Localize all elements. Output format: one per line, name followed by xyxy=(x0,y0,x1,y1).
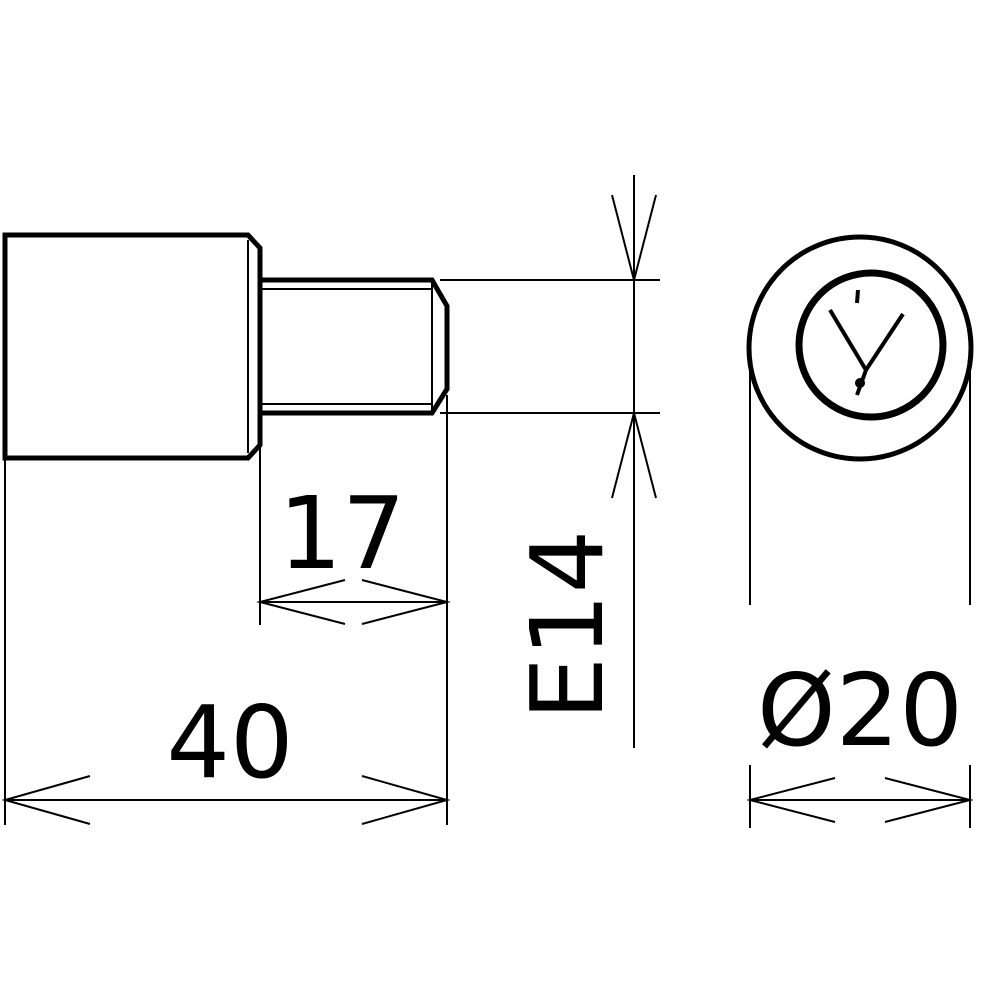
dimension-17: 17 xyxy=(256,475,451,625)
outer-circle xyxy=(746,234,974,462)
dimension-e14: E14 xyxy=(509,175,657,748)
dimension-diameter-20: Ø20 xyxy=(746,652,974,823)
dimension-40: 40 xyxy=(1,684,451,825)
cylinder-body xyxy=(2,232,263,461)
threaded-stud xyxy=(262,277,450,416)
dimension-label-40: 40 xyxy=(166,684,293,801)
dimension-label-e14: E14 xyxy=(509,530,626,720)
extension-lines xyxy=(4,279,971,828)
screwdriver-slot-icon xyxy=(828,289,905,396)
dimension-label-17: 17 xyxy=(278,475,405,592)
inner-circle xyxy=(795,269,947,421)
end-view xyxy=(746,234,974,462)
dimension-label-diameter: Ø20 xyxy=(757,652,963,769)
